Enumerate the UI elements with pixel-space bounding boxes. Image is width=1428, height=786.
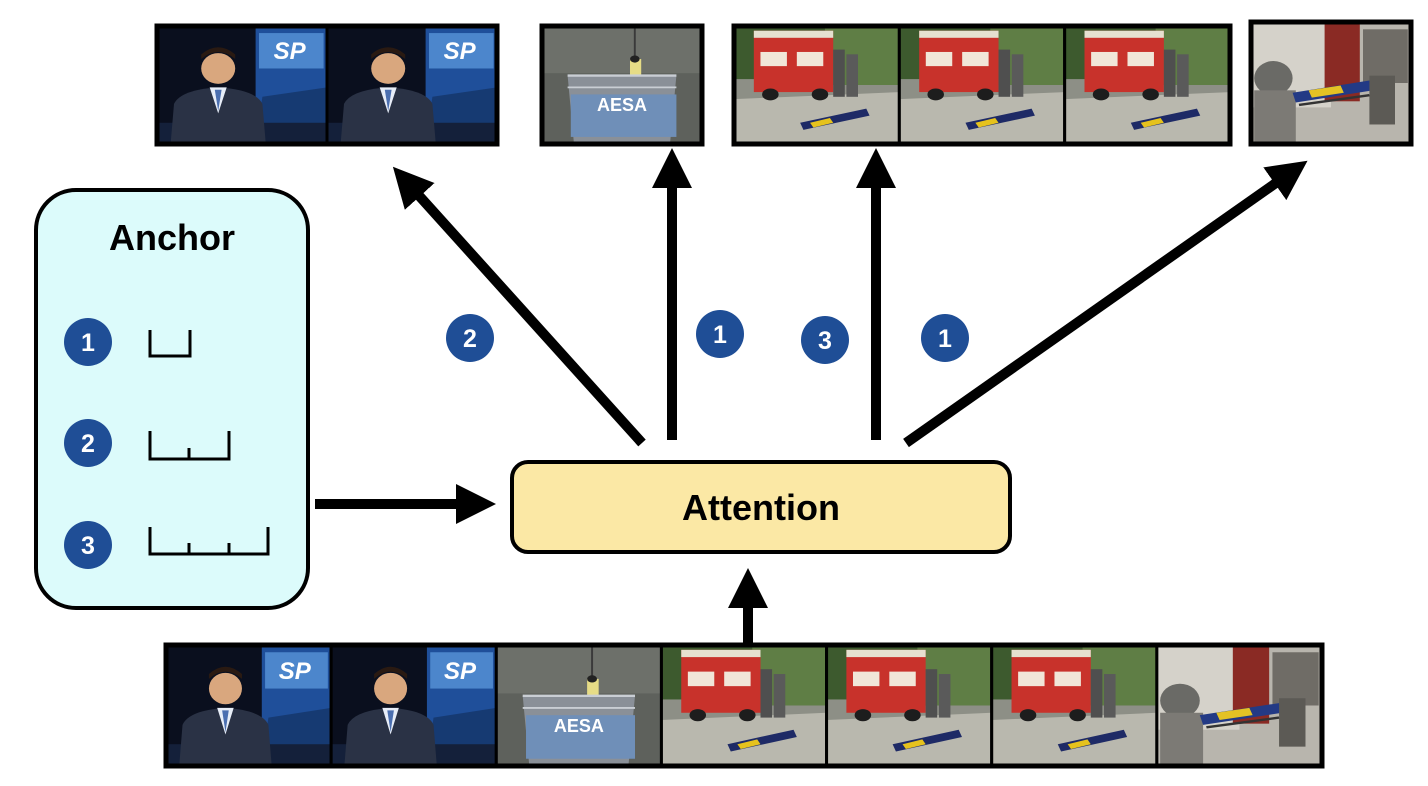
video-frame-ambulance-street <box>990 643 1159 768</box>
video-frame-news-anchor: SP <box>164 643 333 768</box>
output-group-2: AESA <box>539 23 705 147</box>
anchor-scale-icon <box>148 431 231 461</box>
video-frame-ambulance-street <box>825 643 994 768</box>
video-frame-news-anchor: SP <box>325 24 499 146</box>
arrow-badge-number: 3 <box>818 327 832 355</box>
anchor-number: 3 <box>81 532 95 560</box>
video-frame-ambulance-street <box>659 643 829 768</box>
input-frame-strip: SP SP AESA <box>163 642 1325 769</box>
attention-label: Attention <box>682 487 840 528</box>
attention-box: Attention <box>510 460 1012 554</box>
video-frame-ambulance-street <box>732 24 901 146</box>
anchor-scale-icon <box>148 527 270 556</box>
output-group-3 <box>731 23 1233 147</box>
anchor-scale-icon <box>148 330 192 358</box>
arrow-badge-number: 1 <box>938 325 952 353</box>
video-frame-ambulance-street <box>1063 24 1232 146</box>
video-frame-news-anchor: SP <box>329 643 498 768</box>
anchor-box: Anchor 1 2 3 <box>34 188 310 610</box>
arrow-badges: 2 1 3 1 <box>446 310 969 364</box>
arrow-to-group-4 <box>903 160 1308 448</box>
arrow-badge-number: 1 <box>713 321 727 349</box>
video-frame-aesa-gondola: AESA <box>494 643 663 768</box>
video-frame-stretcher-loading <box>1155 643 1324 768</box>
arrow-badge-number: 2 <box>463 325 477 353</box>
arrow-badge: 3 <box>801 316 849 364</box>
gondola-sign-text: AESA <box>554 716 604 736</box>
video-frame-stretcher-loading <box>1249 20 1413 146</box>
output-arrows <box>392 148 1308 448</box>
anchor-number: 1 <box>81 329 95 357</box>
video-frame-ambulance-street <box>897 24 1067 146</box>
anchor-title: Anchor <box>109 217 235 258</box>
video-frame-news-anchor: SP <box>155 24 329 146</box>
anchor-item-3: 3 <box>64 521 270 569</box>
arrow-badge: 1 <box>696 310 744 358</box>
gondola-sign-text: AESA <box>597 95 647 115</box>
anchor-item-1: 1 <box>64 318 192 366</box>
video-frame-aesa-gondola: AESA <box>540 24 704 146</box>
output-frame-groups: SP SP AESA <box>154 19 1414 147</box>
output-group-1: SP SP <box>154 23 500 147</box>
arrow-to-group-1 <box>392 166 646 447</box>
channel-logo-text: SP <box>444 38 477 65</box>
arrow-badge: 1 <box>921 314 969 362</box>
output-group-4 <box>1248 19 1414 147</box>
channel-logo-text: SP <box>444 658 477 685</box>
arrow-badge: 2 <box>446 314 494 362</box>
anchor-item-2: 2 <box>64 419 231 467</box>
channel-logo-text: SP <box>279 658 312 685</box>
channel-logo-text: SP <box>274 38 307 65</box>
anchor-number: 2 <box>81 430 95 458</box>
